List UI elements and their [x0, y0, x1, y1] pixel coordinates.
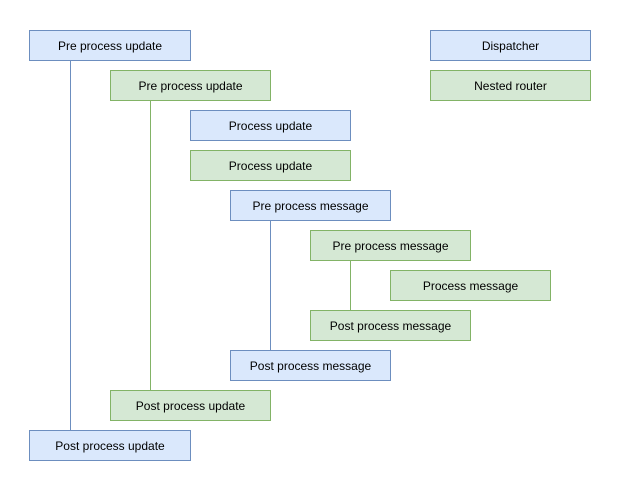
edge-pre-to-post-process-message-nested-router	[350, 261, 351, 310]
legend-item-nested-router[interactable]: Nested router	[430, 70, 591, 101]
node-pre-process-message-dispatcher[interactable]: Pre process message	[230, 190, 391, 221]
edge-pre-to-post-process-update-dispatcher	[70, 61, 71, 430]
node-post-process-message-nested-router[interactable]: Post process message	[310, 310, 471, 341]
node-process-update-nested-router[interactable]: Process update	[190, 150, 351, 181]
edge-pre-to-post-process-message-dispatcher	[270, 221, 271, 350]
node-post-process-update-dispatcher[interactable]: Post process update	[29, 430, 191, 461]
node-process-update-dispatcher[interactable]: Process update	[190, 110, 351, 141]
node-pre-process-message-nested-router[interactable]: Pre process message	[310, 230, 471, 261]
node-pre-process-update-dispatcher[interactable]: Pre process update	[29, 30, 191, 61]
legend-item-dispatcher[interactable]: Dispatcher	[430, 30, 591, 61]
node-pre-process-update-nested-router[interactable]: Pre process update	[110, 70, 271, 101]
node-post-process-update-nested-router[interactable]: Post process update	[110, 390, 271, 421]
node-post-process-message-dispatcher[interactable]: Post process message	[230, 350, 391, 381]
node-process-message-nested-router[interactable]: Process message	[390, 270, 551, 301]
edge-pre-to-post-process-update-nested-router	[150, 101, 151, 390]
